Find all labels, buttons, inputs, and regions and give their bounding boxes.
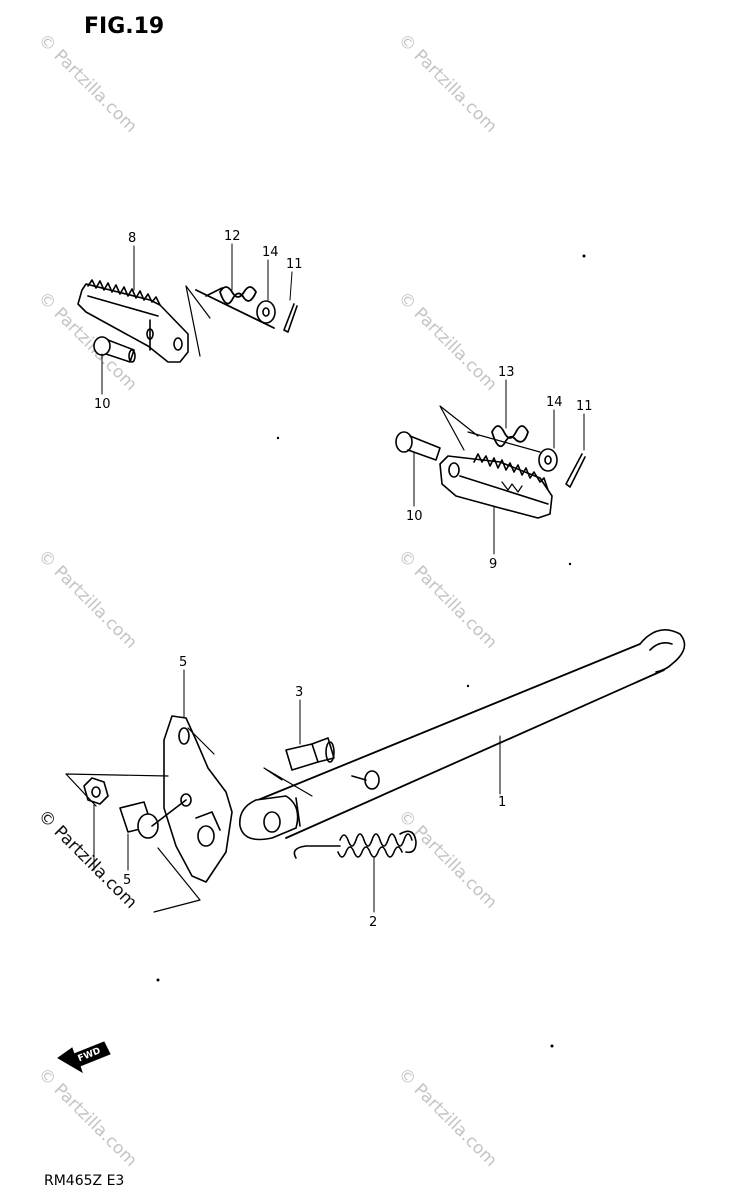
leader-lines bbox=[93, 243, 585, 913]
callout-11: 11 bbox=[286, 257, 303, 272]
spring-2 bbox=[293, 830, 417, 859]
callout-12: 12 bbox=[224, 229, 241, 244]
nut bbox=[65, 773, 169, 807]
callout-5: 5 bbox=[179, 655, 187, 670]
washer-14-left bbox=[256, 300, 276, 324]
callout-11: 11 bbox=[576, 399, 593, 414]
figure-title: FIG.19 bbox=[84, 14, 165, 39]
callout-8: 8 bbox=[128, 231, 136, 246]
footrest-right bbox=[439, 405, 553, 519]
callout-2: 2 bbox=[369, 915, 377, 930]
callout-13: 13 bbox=[498, 365, 515, 380]
callout-3: 3 bbox=[295, 685, 303, 700]
callout-1: 1 bbox=[498, 795, 506, 810]
callout-10: 10 bbox=[406, 509, 423, 524]
callout-9: 9 bbox=[489, 557, 497, 572]
stand-bracket-5 bbox=[153, 715, 233, 913]
forward-arrow-icon: FWD bbox=[57, 1041, 111, 1074]
pin-10-left bbox=[93, 336, 136, 363]
bolt-5 bbox=[119, 799, 187, 839]
side-stand bbox=[239, 628, 686, 841]
callout-5: 5 bbox=[123, 873, 131, 888]
cotter-pin-11-left bbox=[283, 303, 298, 333]
pin-10-right bbox=[395, 431, 441, 461]
bolt-3 bbox=[263, 737, 335, 797]
washer-14-right bbox=[538, 448, 558, 472]
cotter-pin-11-right bbox=[565, 453, 586, 488]
model-code: RM465Z E3 bbox=[44, 1173, 125, 1189]
callout-14: 14 bbox=[262, 245, 279, 260]
footrest-left bbox=[77, 279, 211, 363]
callout-14: 14 bbox=[546, 395, 563, 410]
callout-10: 10 bbox=[94, 397, 111, 412]
spring-13 bbox=[491, 425, 529, 448]
